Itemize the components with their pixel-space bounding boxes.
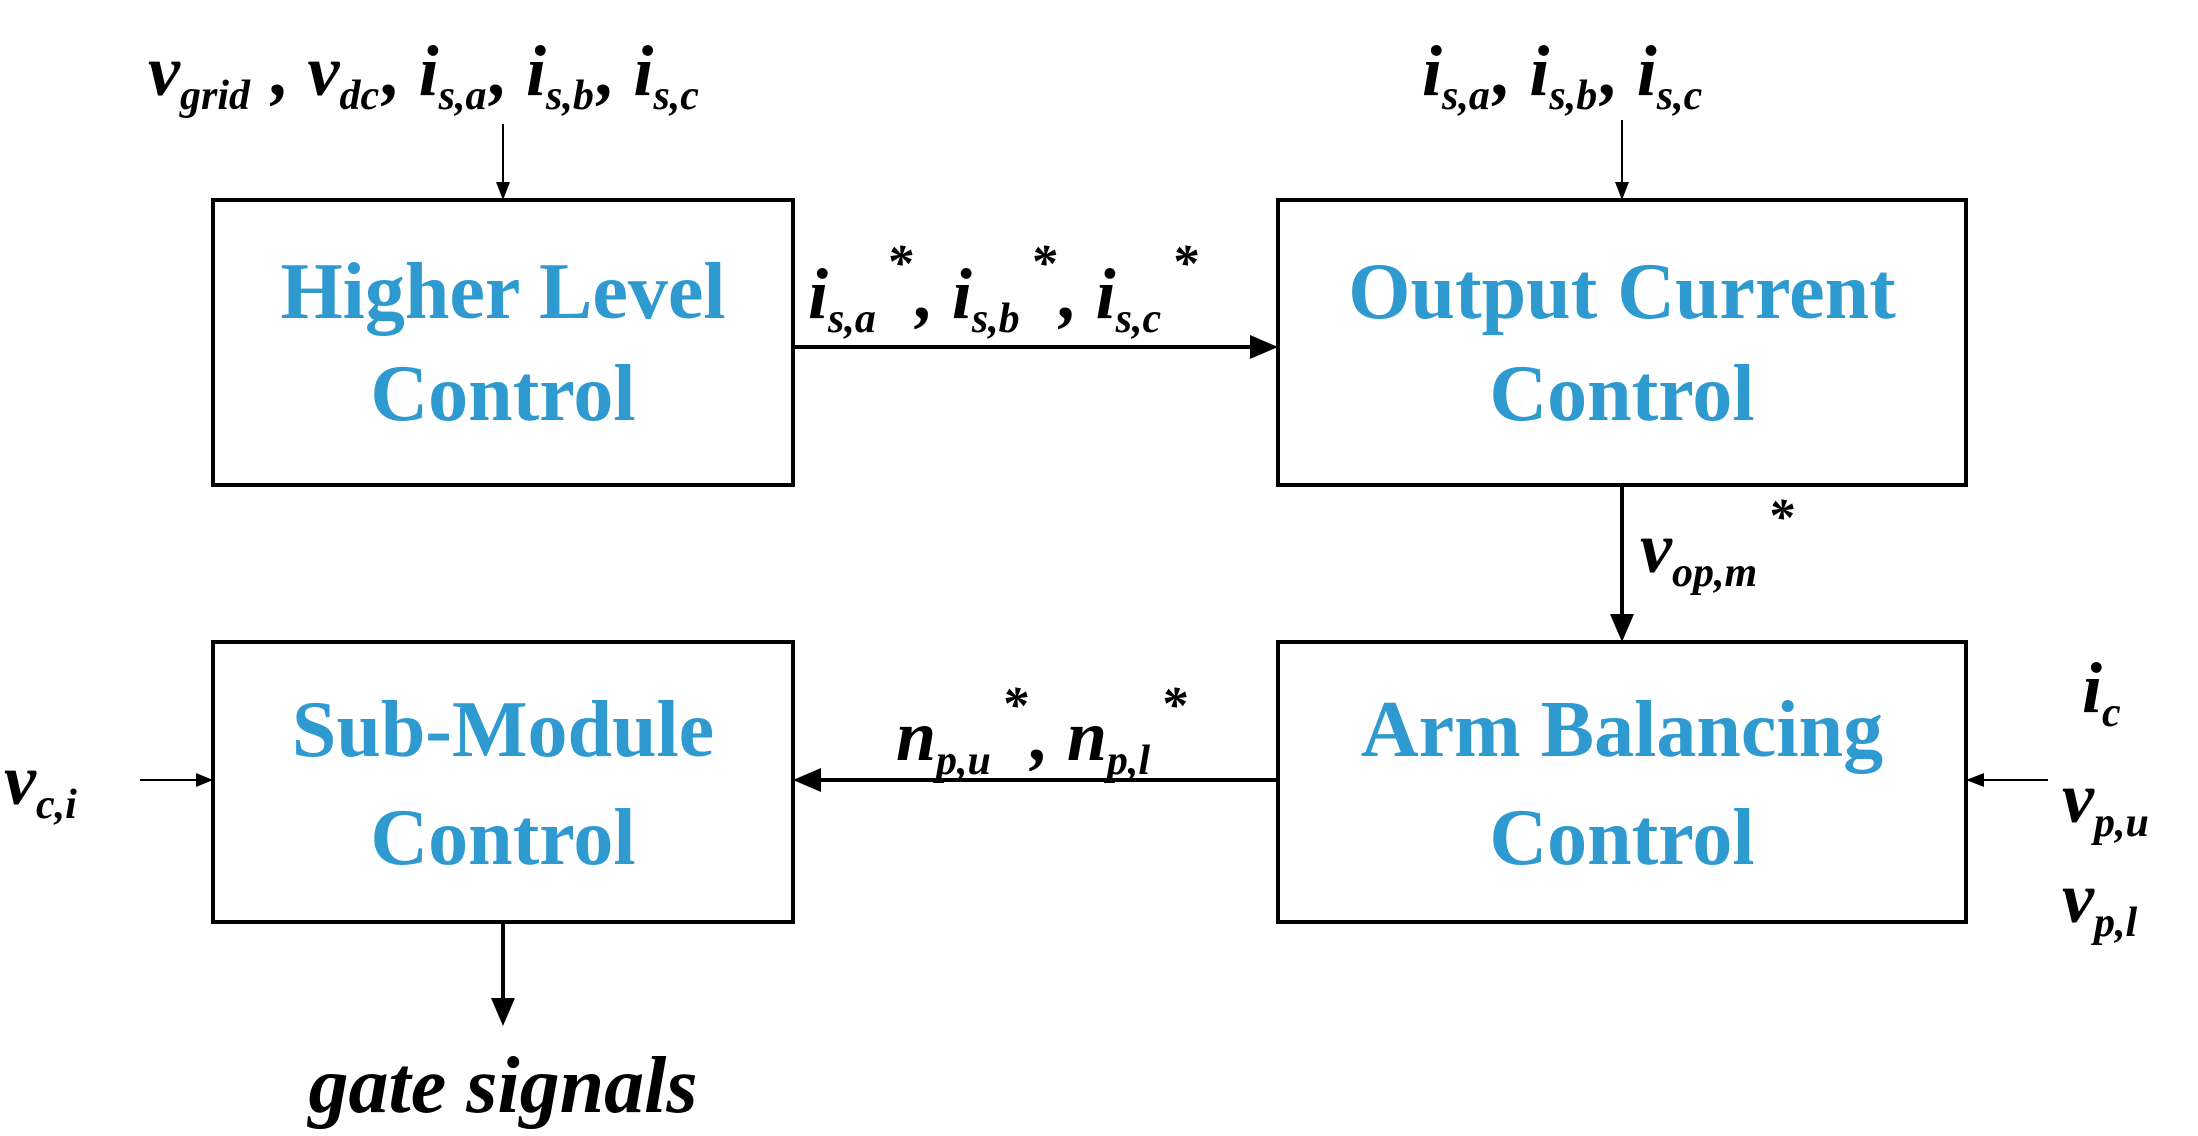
signal-subscript: s,b — [1548, 73, 1597, 119]
gate-signal-arrow — [491, 922, 515, 1026]
signal-symbol: v — [2062, 758, 2095, 838]
signal-symbol: v — [1640, 508, 1673, 588]
signal-subscript: s,b — [545, 73, 594, 119]
signal-subscript: c — [2102, 690, 2121, 736]
signal-subscript: op,m — [1672, 550, 1757, 596]
signal-subscript: c,i — [36, 782, 77, 828]
baseline-spacer — [1186, 724, 1190, 770]
signal-subscript: s,a — [827, 296, 876, 342]
current-reference-signals: is,a * , is,b * , is,c * — [808, 235, 1201, 342]
sub-module-control-title-line2: Control — [370, 794, 635, 882]
arm-balancing-control-title-line1: Arm Balancing — [1361, 686, 1883, 774]
signal-superscript: * — [1161, 235, 1198, 292]
sub-module-control-title-line1: Sub-Module — [292, 686, 714, 774]
output-current-input-signals: is,a , is,b , is,c — [1422, 31, 1706, 119]
higher-input-arrow — [496, 124, 510, 200]
signal-symbol: i — [419, 31, 439, 111]
signal-superscript: * — [876, 235, 913, 292]
signal-symbol: i — [808, 254, 828, 334]
baseline-spacer — [2121, 676, 2125, 722]
signal-symbol: v — [4, 740, 37, 820]
capacitor-voltage-signal: vc,i — [4, 740, 80, 828]
baseline-spacer — [1794, 536, 1798, 582]
signal-symbol: n — [896, 696, 936, 776]
signal-subscript: p,l — [2091, 900, 2138, 946]
gate-signals-label: gate signals — [307, 1042, 698, 1130]
baseline-spacer — [2149, 786, 2153, 832]
signal-separator: , — [595, 31, 633, 111]
signal-subscript: s,a — [1441, 73, 1490, 119]
signal-separator: , — [381, 31, 419, 111]
signal-symbol: i — [952, 254, 972, 334]
higher-level-control-title-line1: Higher Level — [280, 248, 725, 336]
baseline-spacer — [2137, 886, 2141, 932]
sub-module-control-block: Sub-Module Control — [211, 640, 795, 924]
signal-superscript: * — [1150, 677, 1187, 734]
signal-subscript: s,b — [971, 296, 1020, 342]
signal-separator: , — [1491, 31, 1529, 111]
signal-symbol: v — [308, 31, 341, 111]
baseline-spacer — [1198, 282, 1202, 328]
current-reference-arrow — [793, 335, 1278, 359]
signal-symbol: n — [1067, 696, 1107, 776]
signal-subscript: s,c — [1656, 73, 1703, 119]
higher-level-control-block: Higher Level Control — [211, 198, 795, 487]
signal-superscript: * — [1757, 489, 1794, 546]
signal-separator: , — [1058, 254, 1096, 334]
arm-balancing-control-title-line2: Control — [1489, 794, 1754, 882]
signal-symbol: i — [2082, 648, 2102, 728]
signal-symbol: v — [148, 31, 181, 111]
output-current-control-box — [1276, 198, 1968, 487]
signal-subscript: p,u — [933, 738, 991, 784]
higher-level-input-signals: vgrid , vdc , is,a , is,b , is,c — [148, 31, 702, 119]
output-voltage-reference-signal: vop,m * — [1640, 489, 1797, 596]
output-current-control-title-line1: Output Current — [1348, 248, 1896, 336]
signal-symbol: i — [1637, 31, 1657, 111]
signal-symbol: i — [633, 31, 653, 111]
signal-symbol: v — [2062, 858, 2095, 938]
upper-arm-voltage-signal: vp,u — [2062, 758, 2152, 846]
higher-level-control-title-line2: Control — [370, 350, 635, 438]
higher-level-control-box — [211, 198, 795, 487]
signal-symbol: i — [1529, 31, 1549, 111]
baseline-spacer — [77, 768, 81, 814]
output-current-input-arrow — [1615, 120, 1629, 200]
arm-balancing-control-block: Arm Balancing Control — [1276, 640, 1968, 924]
arm-balancing-control-box — [1276, 640, 1968, 924]
signal-separator: , — [1029, 696, 1067, 776]
arm-input-arrow — [1966, 773, 2048, 787]
lower-arm-voltage-signal: vp,l — [2062, 858, 2141, 946]
signal-superscript: * — [1020, 235, 1057, 292]
baseline-spacer — [699, 59, 703, 105]
signal-separator: , — [488, 31, 526, 111]
signal-subscript: p,l — [1104, 738, 1151, 784]
sub-module-control-box — [211, 640, 795, 924]
circulating-current-signal: ic — [2082, 648, 2124, 736]
signal-separator: , — [914, 254, 952, 334]
signal-subscript: grid — [179, 73, 251, 119]
signal-separator: , — [1599, 31, 1637, 111]
signal-subscript: p,u — [2091, 800, 2149, 846]
output-current-control-block: Output Current Control — [1276, 198, 1968, 487]
signal-separator: , — [254, 31, 308, 111]
insertion-reference-signals: np,u * , np,l * — [896, 677, 1190, 784]
output-current-control-title-line2: Control — [1489, 350, 1754, 438]
signal-subscript: s,c — [652, 73, 699, 119]
voltage-reference-arrow — [1610, 485, 1634, 642]
capacitor-voltage-arrow — [140, 773, 213, 787]
baseline-spacer — [1702, 59, 1706, 105]
signal-subscript: s,a — [438, 73, 487, 119]
insertion-reference-arrow — [793, 768, 1278, 792]
signal-subscript: dc — [339, 73, 379, 119]
signal-symbol: i — [526, 31, 546, 111]
signal-superscript: * — [991, 677, 1028, 734]
signal-subscript: s,c — [1115, 296, 1162, 342]
signal-symbol: i — [1422, 31, 1442, 111]
signal-symbol: i — [1096, 254, 1116, 334]
